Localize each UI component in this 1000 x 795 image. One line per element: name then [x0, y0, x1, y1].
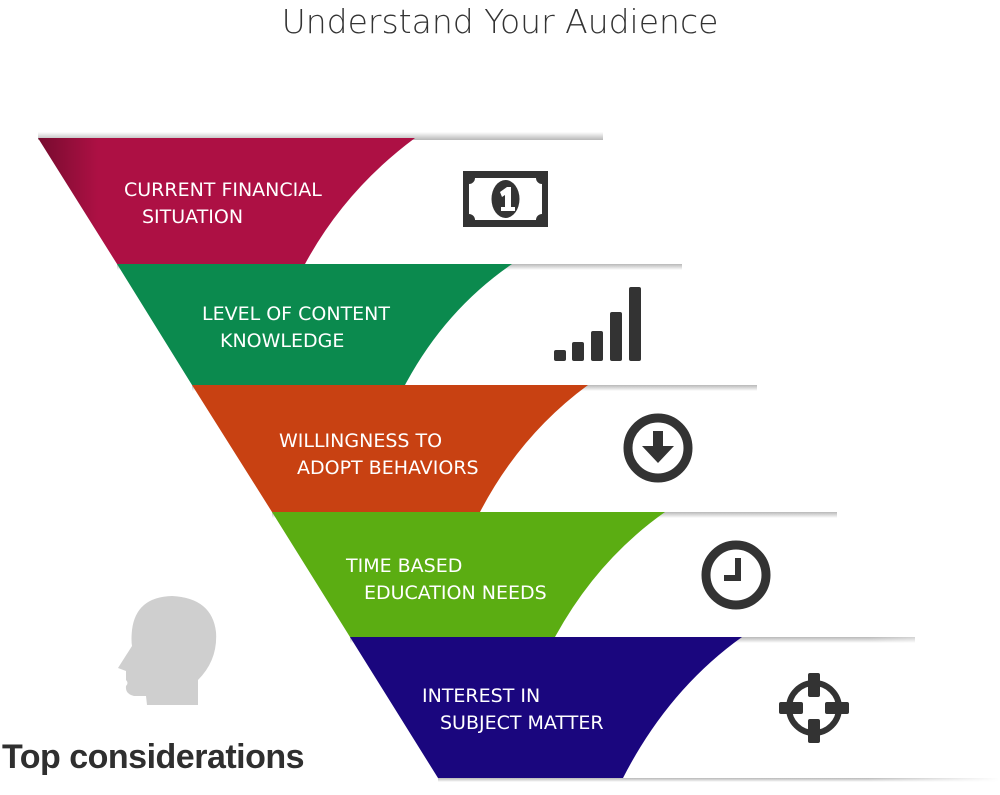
- crosshair-target-icon: [779, 673, 849, 743]
- dollar-bill-icon: [463, 171, 548, 227]
- person-head-icon: [118, 596, 217, 705]
- footer-caption: Top considerations: [2, 738, 305, 776]
- clock-icon: [701, 540, 771, 610]
- signal-bars-icon: [554, 287, 641, 361]
- page-title: Understand Your Audience: [281, 2, 719, 41]
- download-arrow-circle-icon: [623, 413, 693, 483]
